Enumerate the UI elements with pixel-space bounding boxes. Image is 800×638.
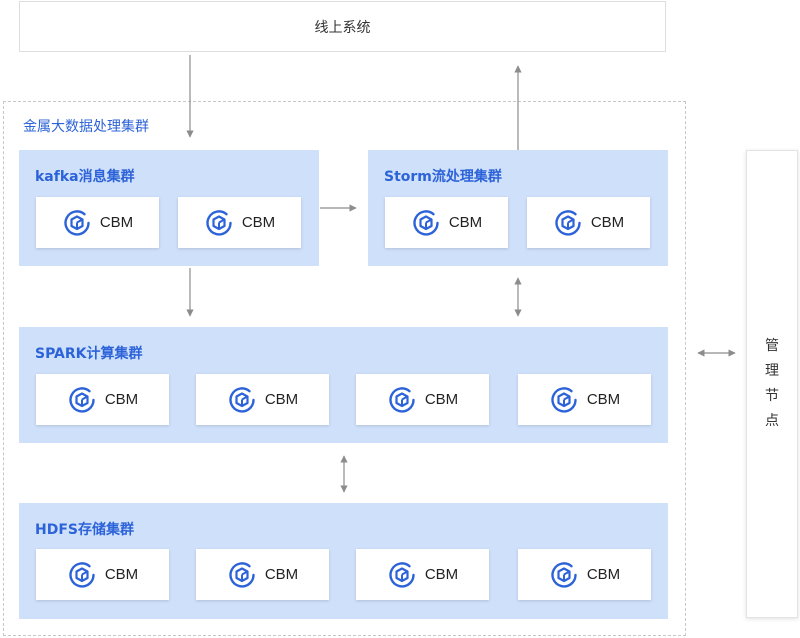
online-system-label: 线上系统 xyxy=(314,19,371,36)
node-label: CBM xyxy=(586,391,621,408)
cbm-icon xyxy=(67,385,97,415)
storm-node-2: CBM xyxy=(527,197,650,248)
node-label: CBM xyxy=(104,391,139,408)
hdfs-node-2: CBM xyxy=(196,549,329,600)
cbm-icon xyxy=(67,560,97,590)
node-label: CBM xyxy=(448,214,483,231)
storm-cluster: Storm流处理集群 CBM CBM xyxy=(368,150,668,266)
cbm-icon xyxy=(227,560,257,590)
cbm-icon xyxy=(411,208,441,238)
cbm-icon xyxy=(62,208,92,238)
kafka-cluster-title: kafka消息集群 xyxy=(35,169,135,185)
online-system-box: 线上系统 xyxy=(19,1,666,52)
node-label: CBM xyxy=(104,566,139,583)
cbm-icon xyxy=(553,208,583,238)
spark-cluster-title: SPARK计算集群 xyxy=(35,346,143,362)
cbm-icon xyxy=(227,385,257,415)
node-label: CBM xyxy=(241,214,276,231)
cbm-icon xyxy=(204,208,234,238)
spark-node-4: CBM xyxy=(518,374,651,425)
cbm-icon xyxy=(387,560,417,590)
metal-cluster-title: 金属大数据处理集群 xyxy=(23,119,149,135)
metal-cluster-boundary xyxy=(3,101,686,636)
management-node: 管 理 节 点 xyxy=(746,150,798,618)
node-label: CBM xyxy=(264,391,299,408)
spark-node-1: CBM xyxy=(36,374,169,425)
kafka-node-1: CBM xyxy=(36,197,159,248)
kafka-node-2: CBM xyxy=(178,197,301,248)
hdfs-node-3: CBM xyxy=(356,549,489,600)
node-label: CBM xyxy=(424,391,459,408)
node-label: CBM xyxy=(586,566,621,583)
management-node-char: 管 xyxy=(765,338,779,354)
cbm-icon xyxy=(549,560,579,590)
node-label: CBM xyxy=(424,566,459,583)
management-node-char: 理 xyxy=(765,363,779,379)
hdfs-node-4: CBM xyxy=(518,549,651,600)
storm-cluster-title: Storm流处理集群 xyxy=(384,169,502,185)
cbm-icon xyxy=(549,385,579,415)
hdfs-node-1: CBM xyxy=(36,549,169,600)
hdfs-cluster: HDFS存储集群 CBM CBM CBM CBM xyxy=(19,503,668,619)
management-node-char: 点 xyxy=(765,413,779,429)
node-label: CBM xyxy=(99,214,134,231)
spark-node-3: CBM xyxy=(356,374,489,425)
node-label: CBM xyxy=(590,214,625,231)
storm-node-1: CBM xyxy=(385,197,508,248)
kafka-cluster: kafka消息集群 CBM CBM xyxy=(19,150,319,266)
spark-cluster: SPARK计算集群 CBM CBM CBM CBM xyxy=(19,327,668,443)
hdfs-cluster-title: HDFS存储集群 xyxy=(35,522,134,538)
cbm-icon xyxy=(387,385,417,415)
spark-node-2: CBM xyxy=(196,374,329,425)
management-node-char: 节 xyxy=(765,388,779,404)
node-label: CBM xyxy=(264,566,299,583)
